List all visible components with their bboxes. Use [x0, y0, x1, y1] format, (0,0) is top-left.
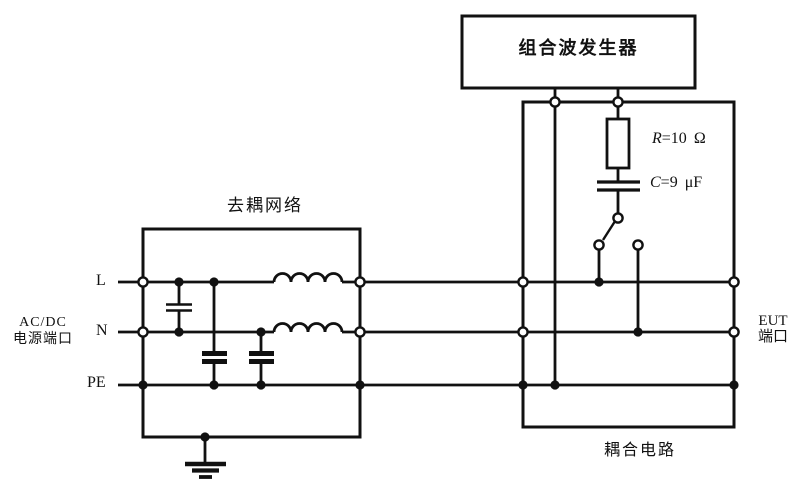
capacitor-plate-top	[202, 351, 227, 356]
junction-dot	[138, 380, 148, 390]
junction-dot	[174, 277, 184, 287]
terminal-L-decoupling-in	[137, 276, 149, 288]
junction-dot	[518, 380, 528, 390]
switch-pivot-terminal	[612, 212, 624, 224]
inductor-L-symbol	[272, 272, 344, 283]
ac-dc-port-label: AC/DC 电源端口	[4, 314, 82, 348]
capacitor-plate-top	[249, 351, 274, 356]
capacitor-N-PE-symbol	[249, 332, 274, 385]
capacitor-value: =9	[660, 174, 678, 191]
ac-dc-port-line2: 电源端口	[13, 332, 73, 347]
junction-dot	[209, 277, 219, 287]
eut-port-line2: 端口	[757, 329, 788, 345]
capacitor-symbol-letter: C	[650, 174, 661, 191]
junction-dot	[550, 380, 560, 390]
capacitor-unit: μF	[684, 174, 703, 191]
generator-box	[460, 14, 697, 90]
terminal-N-decoupling-out	[354, 326, 366, 338]
inductor-N-symbol	[272, 322, 344, 333]
coupling-circuit-label: 耦合电路	[603, 442, 676, 459]
junction-dot	[174, 327, 184, 337]
terminal-N-coupling-in	[517, 326, 529, 338]
capacitor-L-N-symbol	[166, 282, 192, 332]
capacitor-value-label: C=9 μF	[650, 174, 702, 192]
eut-port-line1: EUT	[758, 313, 788, 329]
capacitor-plate-bottom	[249, 359, 274, 364]
line-label-L: L	[96, 272, 106, 289]
terminal-L-eut	[728, 276, 740, 288]
terminal-generator-output	[612, 96, 624, 108]
ground-symbol	[185, 437, 226, 479]
terminal-N-eut	[728, 326, 740, 338]
switch-contact-N	[632, 239, 644, 251]
terminal-L-decoupling-out	[354, 276, 366, 288]
eut-port-label: EUT 端口	[746, 313, 797, 345]
resistor-symbol-letter: R	[652, 130, 662, 147]
resistor-value-label: R=10 Ω	[652, 130, 706, 148]
junction-dot	[633, 327, 643, 337]
junction-dot	[256, 327, 266, 337]
terminal-L-coupling-in	[517, 276, 529, 288]
terminal-generator-return	[549, 96, 561, 108]
switch-contact-L	[593, 239, 605, 251]
junction-dot	[355, 380, 365, 390]
line-label-PE: PE	[87, 374, 106, 391]
junction-dots	[138, 277, 739, 442]
generator-label: 组合波发生器	[518, 38, 639, 58]
capacitor-L-PE-symbol	[202, 282, 227, 385]
capacitor-plate-bottom	[202, 359, 227, 364]
series-capacitor-symbol	[597, 180, 640, 214]
resistor-value: =10	[661, 130, 687, 147]
resistor-unit: Ω	[693, 130, 706, 147]
junction-dot	[256, 380, 266, 390]
junction-dot	[209, 380, 219, 390]
decoupling-network-label: 去耦网络	[227, 196, 303, 215]
coupling-switch-symbol	[593, 212, 644, 332]
switch-blade	[601, 221, 616, 241]
junction-dot	[594, 277, 604, 287]
coupling-circuit-box	[521, 100, 736, 429]
terminal-circles	[137, 96, 740, 338]
junction-dot	[729, 380, 739, 390]
line-label-N: N	[96, 322, 108, 339]
resistor-symbol	[605, 117, 631, 170]
ac-dc-port-line1: AC/DC	[19, 315, 67, 330]
terminal-N-decoupling-in	[137, 326, 149, 338]
junction-dot	[200, 432, 210, 442]
